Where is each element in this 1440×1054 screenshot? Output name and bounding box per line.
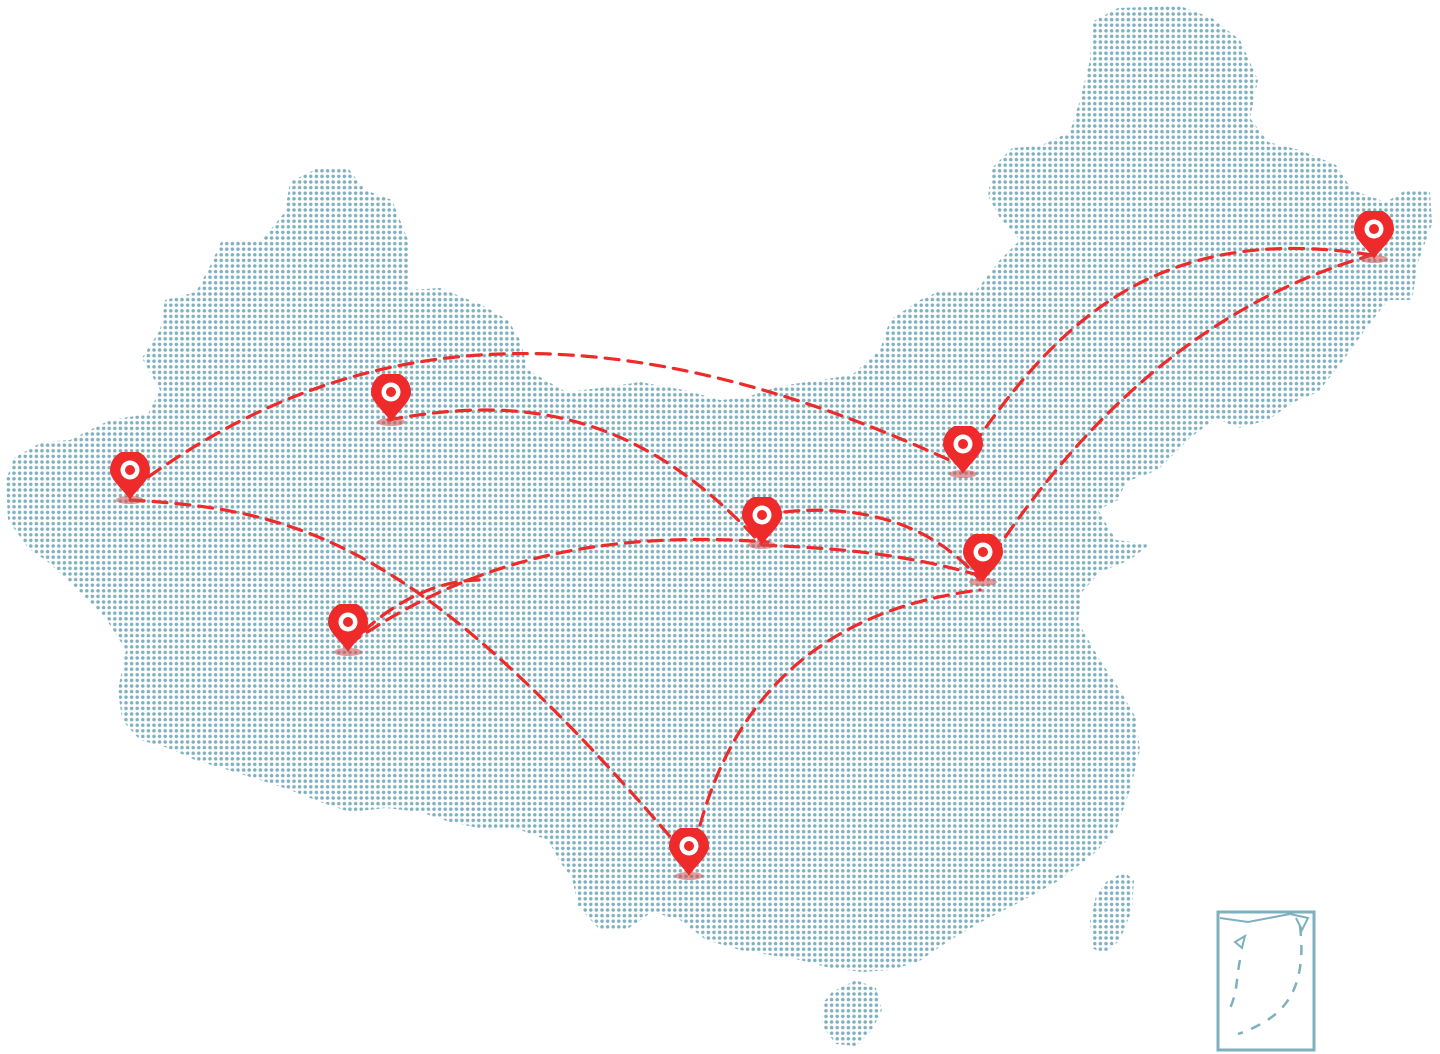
- route-line: [760, 543, 980, 577]
- route-lines: [128, 246, 1374, 872]
- taiwan-island: [1090, 872, 1134, 954]
- route-line: [346, 537, 770, 647]
- route-line: [346, 578, 482, 650]
- route-line: [760, 508, 982, 582]
- route-line: [978, 253, 1374, 577]
- route-line: [128, 352, 962, 492]
- route-line: [688, 588, 982, 872]
- hainan-island: [822, 980, 882, 1046]
- route-line: [128, 498, 692, 862]
- mainland-landmass: [6, 6, 1432, 972]
- route-line: [386, 408, 764, 547]
- route-line: [958, 246, 1374, 467]
- south-china-sea-inset: [1216, 910, 1316, 1052]
